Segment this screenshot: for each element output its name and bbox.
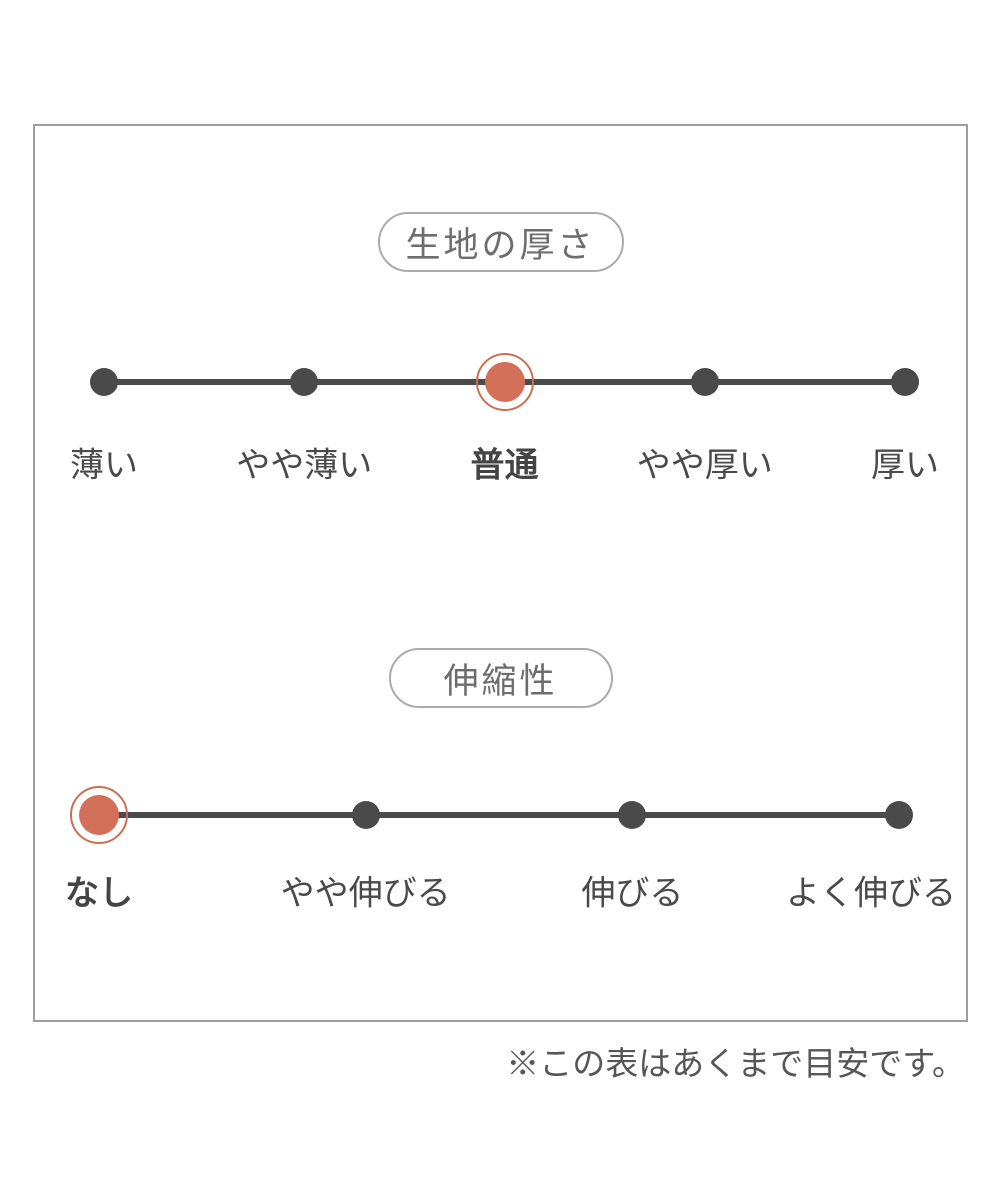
thickness-dot-0 (90, 368, 118, 396)
stretch-dot-2 (618, 801, 647, 829)
stretch-dot-3 (885, 801, 913, 829)
stretch-label-0: なし (65, 874, 133, 913)
stretch-label-2: 伸びる (581, 874, 684, 913)
thickness-dot-1 (290, 368, 319, 396)
disclaimer-note: ※この表はあくまで目安です。 (506, 1045, 965, 1082)
stretch-labels: なし やや伸びる 伸びる よく伸びる (65, 868, 956, 913)
thickness-labels: 薄い やや薄い 普通 やや厚い 厚い (70, 440, 939, 485)
stretch-scale-line (99, 812, 899, 818)
thickness-scale (90, 352, 919, 412)
thickness-dot-2 (475, 353, 534, 411)
thickness-label-1: やや薄い (236, 446, 373, 485)
thickness-dot-3 (690, 368, 719, 396)
thickness-label-3: やや厚い (636, 446, 773, 485)
stretch-dot-0 (70, 786, 128, 844)
thickness-dot-4 (891, 368, 919, 396)
thickness-label-0: 薄い (70, 446, 138, 485)
thickness-label-4: 厚い (871, 446, 939, 485)
stretch-scale (70, 785, 913, 845)
chart-frame: 生地の厚さ 薄い やや薄い 普通 やや厚い 厚い 伸縮性 (33, 124, 968, 1022)
stretch-dot-1 (351, 801, 380, 829)
thickness-label-2: 普通 (470, 446, 539, 485)
stretch-title: 伸縮性 (443, 661, 558, 701)
stretch-label-3: よく伸びる (786, 874, 956, 913)
thickness-title-pill: 生地の厚さ (377, 212, 624, 272)
thickness-title: 生地の厚さ (405, 225, 596, 265)
stretch-label-1: やや伸びる (280, 874, 451, 913)
stretch-title-pill: 伸縮性 (388, 648, 613, 708)
